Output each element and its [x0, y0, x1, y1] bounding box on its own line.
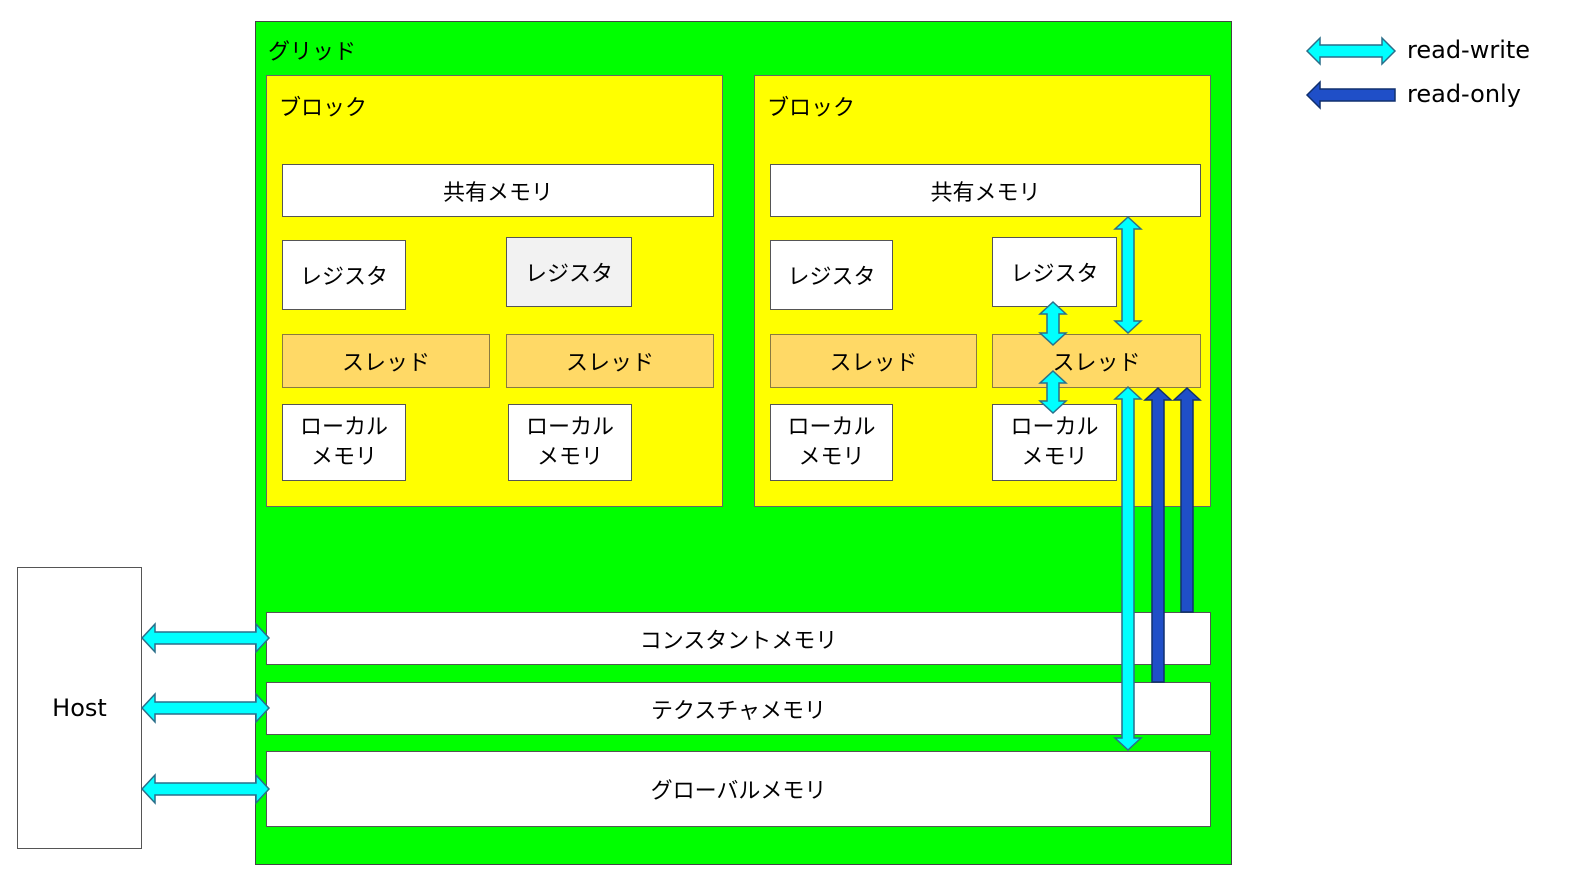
- block-2-thread-2: スレッド: [992, 334, 1201, 388]
- host-box: Host: [17, 567, 142, 849]
- block-1-thread-1: スレッド: [282, 334, 490, 388]
- constant-thread-arrow: [1172, 386, 1202, 613]
- constant-memory: コンスタントメモリ: [266, 612, 1211, 665]
- host-global-arrow: [140, 773, 271, 805]
- legend-read-only-arrow: [1305, 80, 1396, 110]
- block-1-thread-2: スレッド: [506, 334, 714, 388]
- block-2-shared-memory: 共有メモリ: [770, 164, 1201, 217]
- block-2-local-memory-2: ローカル メモリ: [992, 404, 1117, 481]
- local-memory-line-1: ローカル: [787, 414, 876, 440]
- local-memory-line-1: ローカル: [1010, 414, 1099, 440]
- texture-memory: テクスチャメモリ: [266, 682, 1211, 735]
- grid-label: グリッド: [268, 40, 357, 65]
- local-memory-line-2: メモリ: [536, 444, 603, 470]
- local-memory-line-1: ローカル: [525, 414, 614, 440]
- thread-local-arrow: [1038, 369, 1068, 415]
- local-memory-line-2: メモリ: [1021, 444, 1088, 470]
- block-1-local-memory-2: ローカル メモリ: [508, 404, 632, 481]
- shared-thread-arrow: [1113, 215, 1143, 335]
- block-2-thread-1: スレッド: [770, 334, 977, 388]
- thread-global-arrow: [1113, 385, 1143, 752]
- host-constant-arrow: [140, 622, 271, 654]
- local-memory-line-1: ローカル: [299, 414, 388, 440]
- block-2-label: ブロック: [767, 96, 856, 121]
- host-texture-arrow: [140, 692, 271, 724]
- block-1-shared-memory: 共有メモリ: [282, 164, 714, 217]
- texture-thread-arrow: [1143, 386, 1173, 683]
- global-memory: グローバルメモリ: [266, 751, 1211, 827]
- block-2-local-memory-1: ローカル メモリ: [770, 404, 893, 481]
- legend-read-only-label: read-only: [1407, 80, 1521, 108]
- local-memory-line-2: メモリ: [798, 444, 865, 470]
- block-2-register-2: レジスタ: [992, 237, 1117, 307]
- block-1-register-1: レジスタ: [282, 240, 406, 310]
- block-1-local-memory-1: ローカル メモリ: [282, 404, 406, 481]
- block-1-register-2: レジスタ: [506, 237, 632, 307]
- local-memory-line-2: メモリ: [310, 444, 377, 470]
- legend-read-write-arrow: [1305, 36, 1397, 66]
- block-2-register-1: レジスタ: [770, 240, 893, 310]
- block-1-label: ブロック: [279, 96, 368, 121]
- register-thread-arrow: [1038, 300, 1068, 347]
- legend-read-write-label: read-write: [1407, 36, 1531, 64]
